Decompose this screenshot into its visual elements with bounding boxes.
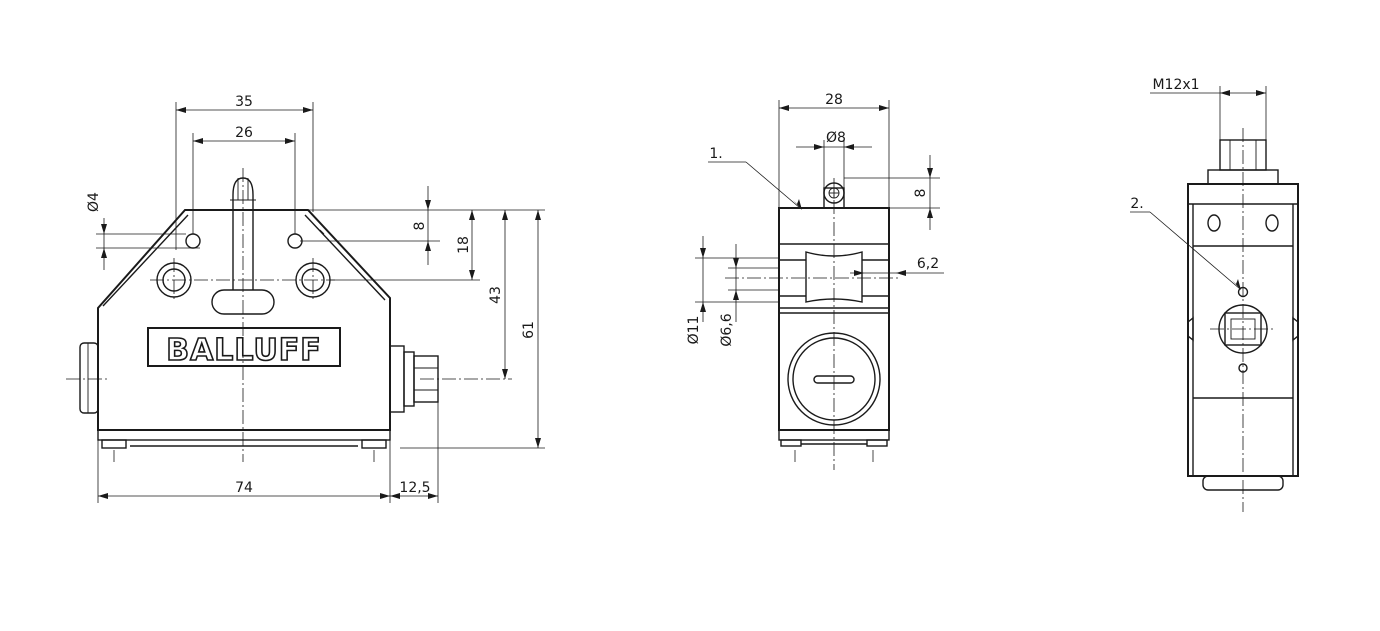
dim-43-label: 43 xyxy=(488,286,504,304)
front-housing-outline xyxy=(97,209,391,431)
callout-2-label: 2. xyxy=(1130,196,1143,212)
dim-61-label: 61 xyxy=(521,321,537,339)
rear-oval-right xyxy=(1265,214,1279,232)
front-view: BALLUFF xyxy=(66,94,545,503)
dim-12-5-label: 12,5 xyxy=(399,480,430,496)
dim-6-2: 6,2 xyxy=(850,256,944,276)
side-section-hatch xyxy=(778,243,890,309)
front-base xyxy=(97,429,391,449)
dim-28-label: 28 xyxy=(825,92,843,108)
dim-35-label: 35 xyxy=(235,94,253,110)
dim-phi8-label: Ø8 xyxy=(826,130,846,146)
dim-8-front: 8 xyxy=(412,186,431,265)
connector-view: M12x1 2. xyxy=(1130,77,1299,512)
dim-8-front-label: 8 xyxy=(412,222,428,231)
side-view: 28 Ø8 8 6,2 xyxy=(686,92,944,470)
dim-phi4-label: Ø4 xyxy=(86,192,102,212)
dim-26-label: 26 xyxy=(235,125,253,141)
dim-18-label: 18 xyxy=(456,236,472,254)
dim-phi11-label: Ø11 xyxy=(686,316,702,345)
front-side-knob xyxy=(79,342,99,414)
dim-74: 74 xyxy=(98,480,390,499)
front-small-hole-right xyxy=(287,233,303,249)
dim-43: 43 xyxy=(488,210,508,379)
dim-61: 61 xyxy=(521,210,541,448)
callout-2: 2. xyxy=(1130,196,1241,290)
callout-1: 1. xyxy=(708,146,802,210)
dim-35: 35 xyxy=(175,94,314,250)
front-small-hole-left xyxy=(185,233,201,249)
brand-logo-text: BALLUFF xyxy=(166,333,322,368)
dim-6-2-label: 6,2 xyxy=(917,256,939,272)
dim-phi6-6: Ø6,6 xyxy=(719,244,779,347)
dim-28: 28 xyxy=(778,92,890,208)
dim-74-label: 74 xyxy=(235,480,253,496)
dim-26: 26 xyxy=(192,125,296,234)
front-connector xyxy=(389,345,439,413)
dim-m12x1-label: M12x1 xyxy=(1152,77,1199,93)
dim-phi8: Ø8 xyxy=(796,130,872,188)
dim-12-5: 12,5 xyxy=(390,480,438,499)
dim-phi4: Ø4 xyxy=(86,192,200,270)
dim-8-side: 8 xyxy=(844,155,940,230)
dim-8-side-label: 8 xyxy=(913,189,929,198)
brand-logo-frame xyxy=(147,327,341,367)
dim-phi6-6-label: Ø6,6 xyxy=(719,313,735,346)
rear-oval-left xyxy=(1207,214,1221,232)
dim-18: 18 xyxy=(456,210,475,280)
dim-m12x1: M12x1 xyxy=(1150,77,1267,140)
callout-1-label: 1. xyxy=(709,146,722,162)
